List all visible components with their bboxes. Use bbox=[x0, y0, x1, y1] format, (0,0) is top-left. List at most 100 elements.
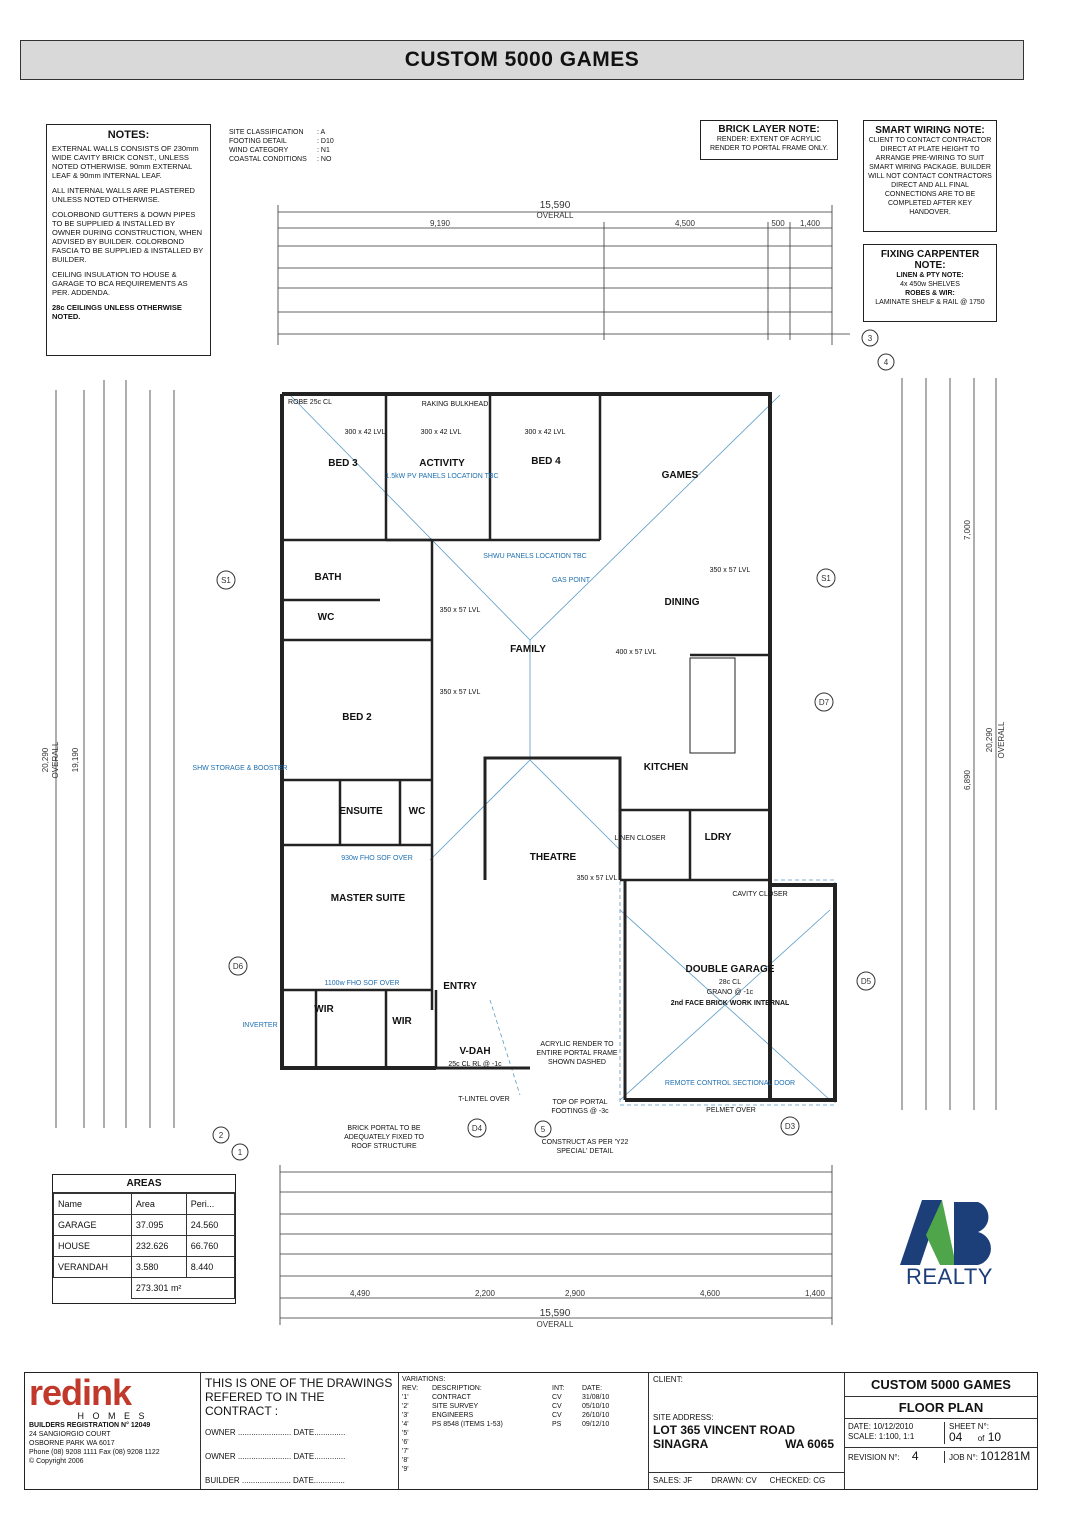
variation-row: '7' bbox=[402, 1447, 645, 1456]
left-overall-dim: 20,290 bbox=[41, 747, 50, 772]
variation-rev: '7' bbox=[402, 1448, 409, 1455]
garage-sub-1: 28c CL bbox=[719, 979, 741, 986]
room-bed2: BED 2 bbox=[342, 712, 372, 723]
checked-label: CHECKED: bbox=[769, 1476, 811, 1485]
variation-rev: '9' bbox=[402, 1466, 409, 1473]
variation-rev: '4' bbox=[402, 1421, 409, 1428]
room-family: FAMILY bbox=[510, 644, 546, 655]
vdah-sub: 25c CL RL @ -1c bbox=[448, 1061, 502, 1068]
room-bed4: BED 4 bbox=[531, 456, 561, 467]
note-item: ALL INTERNAL WALLS ARE PLASTERED UNLESS … bbox=[52, 186, 195, 204]
variation-rev: '6' bbox=[402, 1439, 409, 1446]
site-label: WIND CATEGORY bbox=[229, 147, 289, 154]
smart-note-text: CLIENT TO CONTACT CONTRACTOR DIRECT AT P… bbox=[868, 137, 992, 216]
brand-sub: H O M E S bbox=[77, 1411, 148, 1421]
variation-desc bbox=[432, 1429, 552, 1438]
room-wc: WC bbox=[318, 612, 335, 623]
room-bath: BATH bbox=[314, 572, 341, 583]
revision-label: REVISION N°: bbox=[848, 1453, 900, 1462]
builder-date-label: DATE bbox=[293, 1476, 314, 1485]
builder-brand: redink H O M E S BUILDERS REGISTRATION N… bbox=[25, 1373, 201, 1489]
job-label: JOB N°: bbox=[949, 1453, 978, 1462]
area-name: HOUSE bbox=[53, 1235, 132, 1257]
smart-wiring-note: SMART WIRING NOTE: CLIENT TO CONTACT CON… bbox=[863, 120, 997, 232]
acrylic-render-note: ACRYLIC RENDER TO ENTIRE PORTAL FRAME SH… bbox=[536, 1041, 618, 1066]
pelmet-label: PELMET OVER bbox=[706, 1107, 756, 1114]
carpenter-line: LAMINATE SHELF & RAIL @ 1750 bbox=[875, 299, 985, 306]
inverter-label: INVERTER bbox=[242, 1022, 277, 1029]
contract-box: THIS IS ONE OF THE DRAWINGS REFERED TO I… bbox=[201, 1373, 399, 1489]
job-value: 101281M bbox=[980, 1449, 1031, 1463]
var-col-date: DATE: bbox=[582, 1385, 603, 1392]
room-ldry: LDRY bbox=[705, 832, 732, 843]
site-lot: LOT 365 VINCENT ROAD bbox=[653, 1423, 796, 1437]
owner-label: OWNER bbox=[205, 1452, 236, 1461]
project-box: CUSTOM 5000 GAMES FLOOR PLAN DATE: 10/12… bbox=[845, 1373, 1037, 1489]
site-label: FOOTING DETAIL bbox=[229, 138, 287, 145]
lvl-label-b: 400 x 57 LVL bbox=[616, 649, 657, 656]
variation-rev: '1' bbox=[402, 1394, 409, 1401]
area-peri: 24.560 bbox=[185, 1214, 236, 1236]
room-kitchen: KITCHEN bbox=[644, 762, 688, 773]
marker-d3: D3 bbox=[785, 1122, 796, 1131]
site-value: : D10 bbox=[317, 138, 334, 145]
marker-2: 2 bbox=[219, 1131, 224, 1140]
variation-desc: ENGINEERS bbox=[432, 1412, 474, 1419]
lvl-label-a4: 350 x 57 LVL bbox=[577, 875, 618, 882]
variation-date bbox=[582, 1438, 632, 1447]
note-item: 28c CEILINGS UNLESS OTHERWISE NOTED. bbox=[52, 303, 182, 321]
site-classification: SITE CLASSIFICATION: A FOOTING DETAIL: D… bbox=[229, 128, 349, 164]
remote-label: REMOTE CONTROL SECTIONAL DOOR bbox=[665, 1080, 795, 1087]
variation-int: CV bbox=[552, 1403, 562, 1410]
variation-rev: '5' bbox=[402, 1430, 409, 1437]
table-row: VERANDAH 3.580 8.440 bbox=[53, 1256, 236, 1278]
robe-label: ROBE 25c CL bbox=[288, 399, 332, 406]
marker-s1-left: S1 bbox=[221, 576, 231, 585]
areas-table: AREAS Name Area Peri... GARAGE 37.095 24… bbox=[52, 1174, 236, 1304]
lvl-label-a: 350 x 57 LVL bbox=[440, 607, 481, 614]
room-wir1: WIR bbox=[314, 1004, 334, 1015]
bottom-dim-e: 1,400 bbox=[805, 1289, 826, 1298]
area-peri: 8.440 bbox=[185, 1256, 236, 1278]
site-value: : NO bbox=[317, 156, 332, 163]
contract-text: THIS IS ONE OF THE DRAWINGS REFERED TO I… bbox=[205, 1376, 393, 1418]
garage-sub-2: GRANO @ -1c bbox=[707, 989, 754, 996]
shwu-label: SHWU PANELS LOCATION TBC bbox=[483, 553, 586, 560]
fho-label-2: 1100w FHO SOF OVER bbox=[325, 980, 400, 987]
variation-row: '9' bbox=[402, 1465, 645, 1474]
top-dim-d: 1,400 bbox=[800, 219, 821, 228]
room-bed3: BED 3 bbox=[328, 458, 358, 469]
date-value: 10/12/2010 bbox=[873, 1422, 914, 1431]
bottom-overall-dim: 15,590 bbox=[540, 1308, 571, 1319]
sheet-value: 04 bbox=[949, 1430, 963, 1444]
variation-int: CV bbox=[552, 1412, 562, 1419]
site-label: SITE CLASSIFICATION bbox=[229, 129, 304, 136]
area-value: 232.626 bbox=[130, 1235, 187, 1257]
right-overall-label: OVERALL bbox=[997, 721, 1006, 758]
carpenter-line: LINEN & PTY NOTE: bbox=[896, 272, 964, 279]
brick-note-heading: BRICK LAYER NOTE: bbox=[718, 124, 820, 135]
room-master: MASTER SUITE bbox=[331, 893, 406, 904]
notes-heading: NOTES: bbox=[107, 129, 150, 141]
variation-int bbox=[552, 1429, 582, 1438]
variation-desc: PS 8548 (ITEMS 1-53) bbox=[432, 1421, 503, 1428]
note-item: CEILING INSULATION TO HOUSE & GARAGE TO … bbox=[52, 270, 188, 297]
variation-desc: SITE SURVEY bbox=[432, 1403, 479, 1410]
gas-label: GAS POINT bbox=[552, 577, 591, 584]
drawing-title: CUSTOM 5000 GAMES bbox=[20, 40, 1024, 80]
notes-box: NOTES: EXTERNAL WALLS CONSISTS OF 230mm … bbox=[46, 124, 211, 356]
variation-desc bbox=[432, 1438, 552, 1447]
owner-label: OWNER bbox=[205, 1428, 236, 1437]
variation-desc bbox=[432, 1456, 552, 1465]
areas-col-name: Name bbox=[53, 1193, 132, 1215]
fho-label-1: 930w FHO SOF OVER bbox=[341, 855, 413, 862]
var-col-desc: DESCRIPTION: bbox=[432, 1385, 482, 1392]
areas-heading: AREAS bbox=[53, 1175, 235, 1193]
garage-sub-3: 2nd FACE BRICK WORK INTERNAL bbox=[671, 1000, 790, 1007]
variation-int: CV bbox=[552, 1394, 562, 1401]
title-block: redink H O M E S BUILDERS REGISTRATION N… bbox=[24, 1372, 1038, 1490]
